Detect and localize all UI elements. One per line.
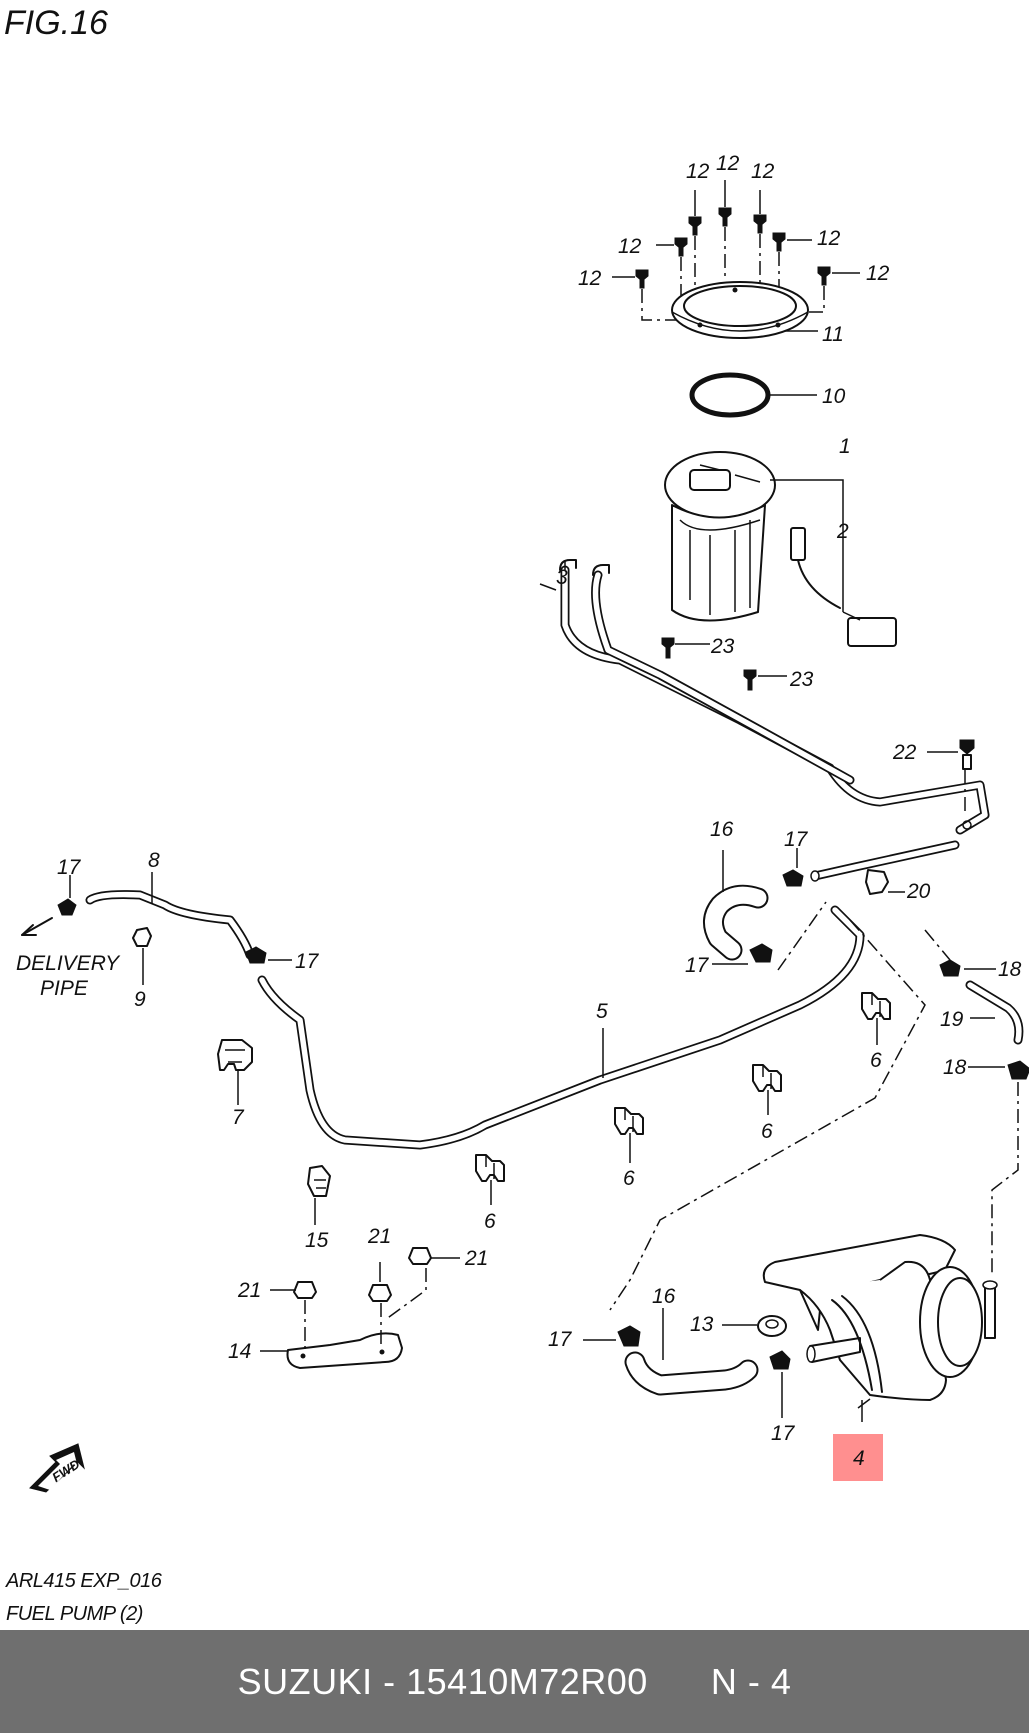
hose-16-lower (583, 1308, 791, 1418)
diagram-code: ARL415 EXP_016 (6, 1570, 162, 1592)
callout-14: 14 (228, 1340, 251, 1363)
bracket-14 (260, 1247, 460, 1369)
clip-9 (132, 927, 152, 985)
callout-12: 12 (618, 235, 642, 258)
figure-title: FIG.16 (4, 4, 108, 42)
footer-separator: - (372, 1660, 407, 1702)
delivery-pipe-line1: DELIVERY (16, 952, 121, 975)
clamp-20 (865, 869, 905, 895)
callout-19: 19 (940, 1008, 964, 1031)
footer-brand: SUZUKI (237, 1660, 373, 1702)
callout-15: 15 (305, 1229, 329, 1252)
callout-7: 7 (232, 1106, 245, 1129)
fuel-pipe-3 (539, 559, 990, 835)
footer-part-number: 15410M72R00 (406, 1660, 648, 1702)
callout-21: 21 (464, 1247, 488, 1270)
fwd-arrow-icon[interactable]: FWD (29, 1443, 85, 1493)
callout-11: 11 (822, 323, 844, 346)
callout-16: 16 (652, 1285, 676, 1308)
callout-12: 12 (578, 267, 602, 290)
callout-20: 20 (906, 880, 931, 903)
highlight-part-4 (833, 1434, 883, 1481)
callout-17: 17 (771, 1422, 796, 1445)
callout-23: 23 (789, 668, 814, 691)
callout-6: 6 (761, 1120, 773, 1143)
hose-16-upper (703, 840, 960, 971)
callout-13: 13 (690, 1313, 714, 1336)
callout-12: 12 (716, 152, 740, 175)
clip-6-group (475, 992, 891, 1205)
o-ring-10 (689, 372, 817, 418)
callout-6: 6 (484, 1210, 496, 1233)
callout-2: 2 (836, 520, 849, 543)
callout-6: 6 (870, 1049, 882, 1072)
callout-21: 21 (237, 1279, 261, 1302)
callout-18: 18 (998, 958, 1022, 981)
pipe-8 (21, 872, 255, 960)
callout-1: 1 (839, 435, 851, 458)
parts-diagram: FIG.16 (4, 4, 1029, 1493)
clip-15 (307, 1165, 331, 1225)
callout-3: 3 (556, 566, 568, 589)
fuel-pump-assembly-1 (661, 451, 897, 691)
footer-page: N - 4 (710, 1660, 792, 1702)
callout-12: 12 (686, 160, 710, 183)
callout-22: 22 (892, 741, 917, 764)
callout-17: 17 (295, 950, 320, 973)
diagram-name: FUEL PUMP (2) (6, 1603, 143, 1625)
bracket-7 (217, 1039, 253, 1105)
callout-5: 5 (596, 1000, 608, 1023)
callout-12: 12 (751, 160, 775, 183)
callout-16: 16 (710, 818, 734, 841)
hose-19 (924, 929, 1029, 1275)
callout-17: 17 (685, 954, 710, 977)
plate-11 (671, 281, 818, 339)
callout-21: 21 (367, 1225, 391, 1248)
callout-labels: 12 12 12 12 12 12 12 11 10 1 2 3 23 23 2… (57, 152, 1022, 1470)
footer-gap (648, 1661, 711, 1703)
callout-17: 17 (548, 1328, 573, 1351)
callout-17: 17 (784, 828, 809, 851)
delivery-pipe-line2: PIPE (40, 977, 89, 1000)
footer-bar: SUZUKI - 15410M72R00 N - 4 (0, 1630, 1029, 1733)
callout-12: 12 (817, 227, 841, 250)
callout-4: 4 (853, 1447, 865, 1470)
callout-18: 18 (943, 1056, 967, 1079)
clip-17-pipe5 (245, 946, 292, 964)
callout-9: 9 (134, 988, 146, 1011)
callout-8: 8 (148, 849, 160, 872)
fuel-pipe-5 (257, 905, 865, 1150)
callout-17: 17 (57, 856, 82, 879)
callout-12: 12 (866, 262, 890, 285)
bolt-12-group (612, 180, 860, 321)
callout-6: 6 (623, 1167, 635, 1190)
callout-23: 23 (710, 635, 735, 658)
callout-10: 10 (822, 385, 846, 408)
canister-4 (762, 1234, 998, 1422)
dashed-leader-canister (609, 919, 926, 1311)
